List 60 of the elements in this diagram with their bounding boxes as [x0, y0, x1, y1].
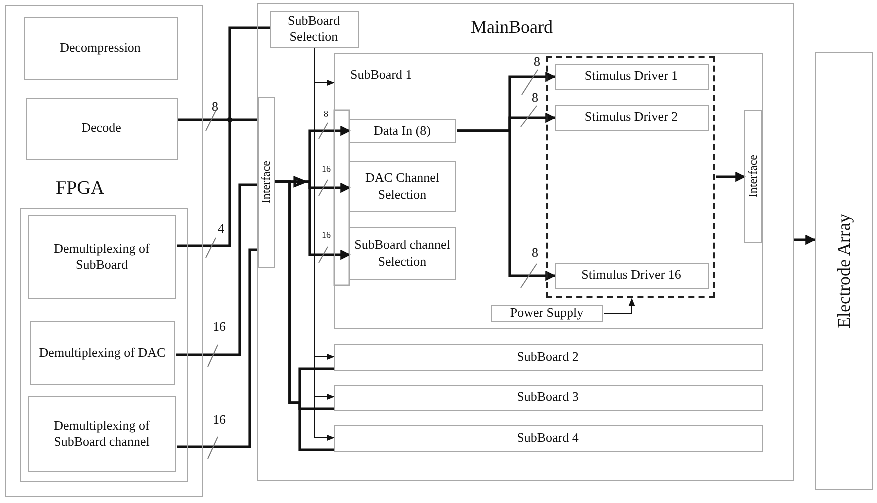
connector-arrow	[604, 298, 636, 314]
vertical-label-box	[815, 52, 873, 490]
block-box	[5, 5, 203, 497]
block-box	[26, 98, 178, 160]
block-label: SubBoard channel Selection	[354, 237, 452, 270]
edge-label: 8	[532, 91, 538, 104]
block-label: Data In (8)	[372, 122, 432, 140]
edge-label: 8	[532, 246, 538, 259]
block-label: Electrode Array	[832, 214, 855, 328]
edge-label: 4	[218, 222, 224, 235]
heading: MainBoard	[471, 16, 553, 38]
connector-arrow	[457, 130, 556, 282]
block-box	[30, 321, 175, 385]
block-label: Interface	[744, 155, 760, 198]
block-box	[554, 64, 708, 90]
block-label: Stimulus Driver 1	[584, 68, 680, 85]
edge-label: 8	[212, 100, 218, 113]
block-label: Stimulus Driver 16	[580, 267, 682, 284]
edge-label: 16	[322, 231, 331, 240]
block-label: Stimulus Driver 2	[584, 109, 680, 126]
heading: SubBoard 1	[350, 66, 412, 83]
block-label: SubBoard 4	[516, 430, 580, 446]
block-box	[554, 262, 708, 288]
edge-label: 16	[213, 320, 226, 333]
block-box	[270, 10, 358, 48]
block-box	[257, 3, 794, 481]
block-label: SubBoard Selection	[287, 12, 341, 46]
block-box	[28, 396, 176, 472]
block-box	[334, 344, 762, 370]
block-box	[554, 104, 708, 130]
block-label: Demultiplexing of SubBoard	[53, 240, 151, 274]
block-box	[349, 161, 456, 212]
block-label: Interface	[258, 160, 274, 204]
block-label: Demultiplexing of DAC	[38, 344, 167, 362]
edge-label: 16	[213, 413, 226, 426]
block-label: SubBoard 2	[516, 348, 580, 366]
block-box	[334, 424, 762, 452]
vertical-label-box	[744, 110, 762, 243]
block-box	[491, 305, 603, 322]
block-box	[24, 16, 178, 80]
connector-arrow	[794, 234, 816, 246]
block-box	[334, 52, 762, 328]
vertical-label-box	[258, 96, 274, 268]
edge-label: 16	[322, 165, 331, 174]
block-box	[334, 384, 762, 410]
block-label: Decompression	[59, 40, 142, 56]
empty-box	[20, 208, 188, 482]
block-label: SubBoard 3	[516, 389, 580, 406]
block-label: Demultiplexing of SubBoard channel	[53, 418, 151, 450]
block-label: DAC Channel Selection	[364, 170, 441, 203]
connector-arrow	[716, 172, 746, 182]
block-box	[349, 119, 456, 143]
heading: FPGA	[56, 177, 105, 201]
edge-label: 8	[324, 110, 328, 119]
dashed-group-box	[546, 56, 715, 298]
edge-label: 8	[534, 55, 540, 68]
block-box	[349, 227, 456, 280]
block-label: Decode	[80, 120, 122, 137]
block-label: Power Supply	[509, 305, 585, 322]
block-box	[28, 215, 176, 299]
